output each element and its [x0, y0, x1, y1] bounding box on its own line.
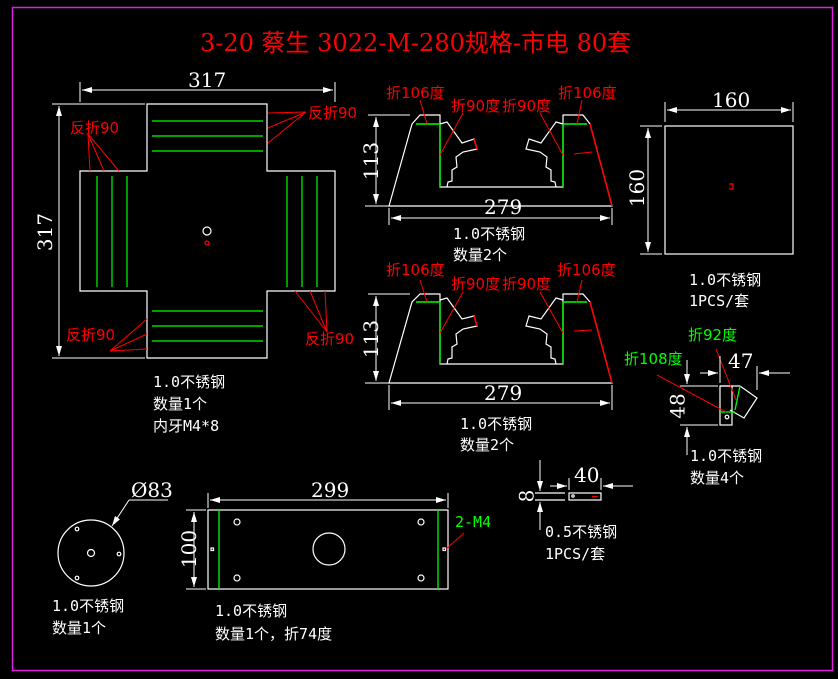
square-plate-height-dim: 160	[625, 168, 650, 208]
side-panel-bottom-width-dim: 279	[484, 381, 523, 405]
disc	[57, 519, 125, 587]
side-panel-top-leaders	[419, 99, 613, 207]
side-panel-top-bend-label-1: 折106度	[386, 84, 445, 102]
strip-note-qty: 1PCS/套	[545, 545, 606, 563]
side-panel-bottom-bend-label-3: 折90度	[502, 275, 552, 293]
disc-note-material: 1.0不锈钢	[52, 597, 125, 615]
rect-plate	[207, 509, 449, 590]
cross-panel-note-material: 1.0不锈钢	[153, 373, 226, 391]
side-panel-bottom-bend-label-4: 折106度	[557, 261, 616, 279]
cross-panel-bend-label-tl: 反折90	[70, 119, 120, 137]
square-plate-width-dim: 160	[712, 88, 751, 112]
bracket-leaders	[656, 348, 737, 413]
rect-plate-note-qty: 数量1个，折74度	[215, 625, 333, 643]
bracket-note-material: 1.0不锈钢	[690, 447, 763, 465]
rect-plate-bends	[218, 510, 439, 589]
cross-panel-height-dim: 317	[33, 212, 58, 252]
side-panel-bottom-bends	[416, 301, 587, 364]
bracket-height-dim: 48	[665, 393, 690, 419]
cross-panel	[79, 103, 336, 359]
bracket-dimensions	[680, 356, 790, 455]
bracket-bend-label-92: 折92度	[688, 326, 738, 344]
cross-panel-note-thread: 内牙M4*8	[153, 417, 220, 435]
rect-plate-note-material: 1.0不锈钢	[215, 602, 288, 620]
disc-dimension	[111, 499, 168, 527]
side-panel-bottom-bend-label-2: 折90度	[451, 275, 501, 293]
square-plate-dimensions	[640, 102, 794, 255]
side-panel-top	[388, 114, 613, 207]
rect-plate-dimensions	[186, 493, 449, 590]
side-panel-bottom-dimensions	[365, 293, 613, 410]
cross-panel-bend-lines	[96, 120, 318, 342]
square-plate-note-material: 1.0不锈钢	[689, 271, 762, 289]
side-panel-top-bend-label-2: 折90度	[451, 97, 501, 115]
cross-panel-leaders	[87, 111, 328, 352]
strip-width-dim: 40	[574, 463, 600, 487]
cross-panel-dimensions	[52, 82, 336, 359]
cross-panel-note-qty: 数量1个	[153, 395, 208, 413]
side-panel-bottom-height-dim: 113	[359, 319, 384, 359]
square-plate-note-qty: 1PCS/套	[689, 292, 750, 310]
strip-note-material: 0.5不锈钢	[545, 523, 618, 541]
bracket-bend-label-108: 折108度	[624, 350, 683, 368]
drawing-title: 3-20 蔡生 3022-M-280规格-市电 80套	[200, 29, 632, 57]
drawing-frame	[11, 6, 834, 672]
side-panel-bottom-note-material: 1.0不锈钢	[460, 415, 533, 433]
side-panel-bottom-note-qty: 数量2个	[460, 436, 515, 454]
side-panel-top-bend-label-3: 折90度	[502, 97, 552, 115]
side-panel-bottom-leaders	[419, 279, 613, 384]
side-panel-top-note-material: 1.0不锈钢	[453, 225, 526, 243]
cross-panel-bend-label-tr: 反折90	[308, 104, 358, 122]
bracket-width-dim: 47	[728, 349, 754, 373]
cross-panel-bend-label-bl: 反折90	[66, 326, 116, 344]
side-panel-top-bends	[416, 123, 587, 187]
square-plate	[664, 125, 794, 255]
side-panel-bottom	[388, 293, 613, 384]
rect-plate-height-dim: 100	[177, 529, 202, 569]
cross-panel-bend-label-br: 反折90	[305, 330, 355, 348]
side-panel-top-dimensions	[365, 114, 613, 225]
bracket-bends	[720, 385, 741, 413]
side-panel-bottom-bend-label-1: 折106度	[386, 261, 445, 279]
side-panel-top-width-dim: 279	[484, 195, 523, 219]
bracket	[719, 385, 758, 426]
cross-panel-width-dim: 317	[188, 68, 227, 92]
strip-height-dim: 8	[514, 489, 539, 503]
disc-note-qty: 数量1个	[52, 619, 107, 637]
rect-plate-hole-label: 2-M4	[455, 513, 492, 531]
disc-diameter-dim: Ø83	[131, 478, 173, 502]
rect-plate-leader	[445, 532, 465, 550]
side-panel-top-note-qty: 数量2个	[453, 246, 508, 264]
rect-plate-width-dim: 299	[311, 478, 350, 502]
strip	[535, 492, 602, 501]
side-panel-top-height-dim: 113	[359, 141, 384, 181]
side-panel-top-bend-label-4: 折106度	[558, 84, 617, 102]
strip-dimensions	[537, 460, 633, 530]
bracket-note-qty: 数量4个	[690, 469, 745, 487]
